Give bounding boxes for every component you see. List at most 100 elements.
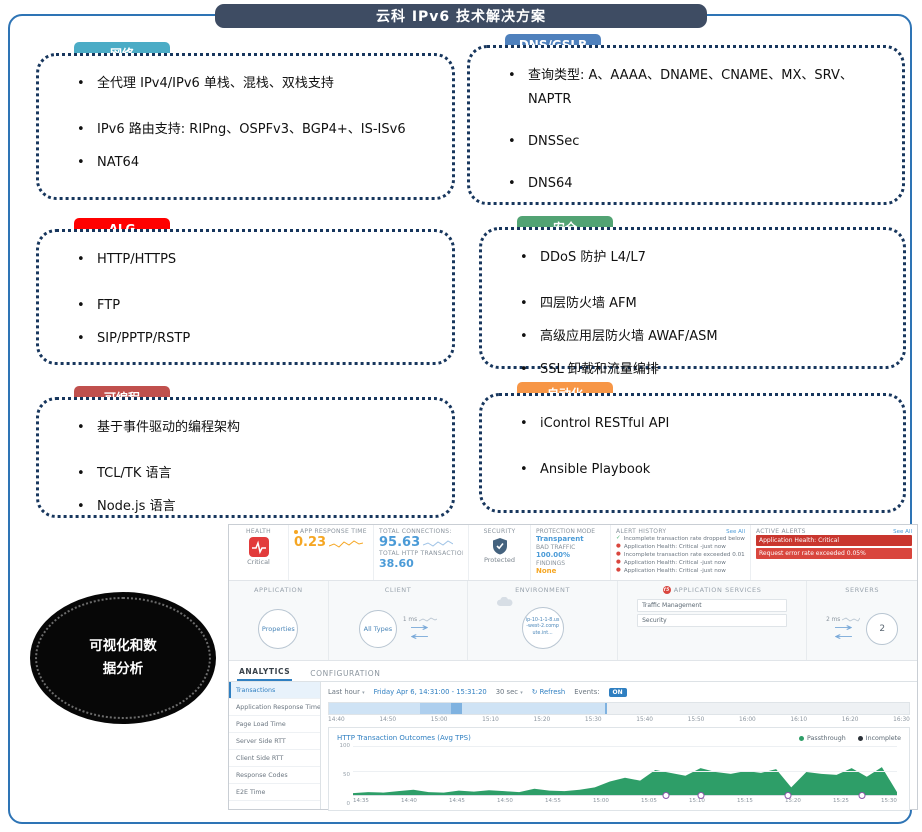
sidebar-item[interactable]: Server Side RTT: [229, 733, 320, 750]
date-range-value: Friday Apr 6, 14:31:00 - 15:31:20: [373, 688, 487, 696]
active-alert-banner[interactable]: Application Health: Critical: [756, 535, 912, 546]
event-marker[interactable]: [784, 792, 792, 799]
alert-history-item: ●Application Health: Critical -just now: [616, 567, 745, 575]
application-services-header: APPLICATION SERVICES: [673, 586, 762, 594]
x-axis-label: 14:50: [497, 798, 513, 804]
bad-traffic-value: 100.00%: [536, 550, 571, 559]
timeline-tick: 16:00: [739, 717, 756, 723]
tab[interactable]: ANALYTICS: [237, 663, 293, 681]
refresh-button[interactable]: ↻ Refresh: [531, 688, 566, 696]
event-marker[interactable]: [697, 792, 705, 799]
arrow-right-icon: →: [833, 621, 853, 634]
gridline: [353, 771, 897, 772]
sidebar-item[interactable]: Transactions: [229, 682, 320, 699]
arrow-left-icon: ←: [410, 630, 430, 643]
client-header: CLIENT: [384, 586, 412, 594]
sidebar-item[interactable]: Page Load Time: [229, 716, 320, 733]
sidebar-item[interactable]: E2E Time: [229, 784, 320, 801]
timeline-tick: 16:20: [841, 717, 859, 723]
security-status: Protected: [483, 556, 516, 564]
panel-box-automation: iControl RESTful APIAnsible Playbook: [479, 393, 906, 513]
bullet-item: 高级应用层防火墙 AWAF/ASM: [516, 325, 883, 349]
alert-dot-icon: ●: [616, 559, 621, 566]
legend-item: Incomplete: [857, 735, 901, 742]
servers-node[interactable]: 2: [866, 612, 899, 645]
arrow-right-icon: →: [410, 621, 430, 634]
active-alerts-see-all-link[interactable]: See All: [893, 528, 912, 535]
timeline-tick: 15:00: [430, 717, 448, 723]
y-axis-label: 100: [339, 743, 351, 749]
bullet-item: iControl RESTful API: [516, 412, 883, 436]
event-marker[interactable]: [858, 792, 866, 799]
alert-history-text: Incomplete transaction rate exceeded 0.0…: [623, 552, 745, 559]
range-dropdown[interactable]: Last hour ▾: [328, 688, 365, 696]
panel-box-dns-gslb: 查询类型: A、AAAA、DNAME、CNAME、MX、SRV、NAPTRDNS…: [467, 45, 905, 205]
timeline-segment: [420, 703, 451, 714]
service-row[interactable]: Traffic Management: [637, 599, 788, 612]
transaction-outcomes-chart: HTTP Transaction Outcomes (Avg TPS) Pass…: [328, 727, 910, 811]
legend-item: Passthrough: [799, 735, 846, 742]
topology-services-column: f5 APPLICATION SERVICES Traffic Manageme…: [618, 581, 808, 660]
legend-dot-icon: [799, 735, 805, 741]
response-time-sparkline: [329, 539, 364, 548]
arrow-left-icon: ←: [833, 630, 853, 643]
bullet-item: DNSSec: [504, 130, 882, 154]
alert-history-see-all-link[interactable]: See All: [726, 528, 745, 535]
x-axis-label: 15:25: [833, 798, 849, 804]
visualization-callout: 可视化和数 据分析: [30, 592, 216, 724]
timeline-brush[interactable]: [328, 702, 910, 715]
application-node[interactable]: Properties: [258, 608, 299, 649]
protection-card: PROTECTION MODE Transparent BAD TRAFFIC …: [531, 525, 611, 580]
shield-icon: [492, 538, 507, 555]
latency-sparkline: [419, 617, 438, 622]
bullet-item: 四层防火墙 AFM: [516, 292, 883, 316]
findings-label: FINDINGS: [536, 559, 566, 567]
client-node[interactable]: All Types: [358, 609, 397, 648]
alert-dot-icon: ●: [616, 551, 621, 558]
app-response-time-label: APP RESPONSE TIME: [300, 528, 367, 535]
panel-box-network: 全代理 IPv4/IPv6 单栈、混栈、双栈支持IPv6 路由支持: RIPng…: [36, 53, 455, 200]
event-marker[interactable]: [662, 792, 670, 799]
topology-application-column: APPLICATION Properties: [229, 581, 329, 660]
protection-mode-label: PROTECTION MODE: [536, 528, 596, 535]
tab-bar: ANALYTICS CONFIGURATION: [229, 661, 917, 682]
active-alerts-label: ACTIVE ALERTS: [756, 528, 806, 535]
x-axis-label: 14:40: [401, 798, 417, 804]
timeline-tick: 15:10: [482, 717, 499, 723]
alert-history-text: Application Health: Critical -just now: [623, 568, 726, 575]
analytics-dashboard: HEALTH Critical APP RESPONSE TIME 0.23 T…: [228, 524, 918, 811]
cloud-icon: [497, 597, 513, 606]
chart-title: HTTP Transaction Outcomes (Avg TPS): [337, 734, 471, 742]
analytics-toolbar: Last hour ▾ Friday Apr 6, 14:31:00 - 15:…: [328, 685, 910, 699]
panel-network: 网络 全代理 IPv4/IPv6 单栈、混栈、双栈支持IPv6 路由支持: RI…: [36, 42, 455, 200]
sidebar-item[interactable]: Client Side RTT: [229, 750, 320, 767]
chart-legend: Passthrough Incomplete: [799, 735, 901, 742]
service-row[interactable]: Security: [637, 614, 788, 627]
application-header: APPLICATION: [253, 586, 303, 594]
status-dot-icon: [294, 529, 298, 534]
total-connections-value: 95.63: [379, 535, 421, 550]
environment-node[interactable]: ip-10-1-1-8.us-west-2.compute.int...: [521, 606, 564, 649]
panel-security: 安全 DDoS 防护 L4/L7四层防火墙 AFM高级应用层防火墙 AWAF/A…: [479, 216, 906, 382]
bullet-item: DDoS 防护 L4/L7: [516, 246, 883, 270]
client-latency-arrows: 1 ms → ←: [403, 616, 438, 643]
timeline-tick: 14:50: [379, 717, 397, 723]
events-toggle[interactable]: ON: [608, 687, 627, 697]
f5-logo-icon: f5: [662, 586, 671, 594]
active-alert-banner[interactable]: Request error rate exceeded 0.05%: [756, 548, 912, 559]
total-connections-label: TOTAL CONNECTIONS:: [379, 528, 452, 535]
bullet-item: FTP: [73, 294, 432, 318]
timeline-selection[interactable]: [329, 703, 608, 714]
sidebar-item[interactable]: Response Codes: [229, 767, 320, 784]
tab[interactable]: CONFIGURATION: [310, 669, 381, 678]
sidebar-item[interactable]: Application Response Time: [229, 699, 320, 716]
x-axis-label: 15:00: [593, 798, 609, 804]
alert-history-list: ✓Incomplete transaction rate dropped bel…: [616, 535, 745, 576]
interval-dropdown[interactable]: 30 sec ▾: [495, 688, 523, 696]
panel-automation: 自动化 iControl RESTful APIAnsible Playbook: [479, 382, 906, 513]
server-latency-value: 2 ms: [826, 616, 841, 623]
panel-dns-gslb: DNS/GSLB 查询类型: A、AAAA、DNAME、CNAME、MX、SRV…: [467, 34, 905, 205]
server-latency-arrows: 2 ms → ←: [826, 616, 861, 643]
active-alerts-card: ACTIVE ALERTS See All Application Health…: [751, 525, 917, 580]
